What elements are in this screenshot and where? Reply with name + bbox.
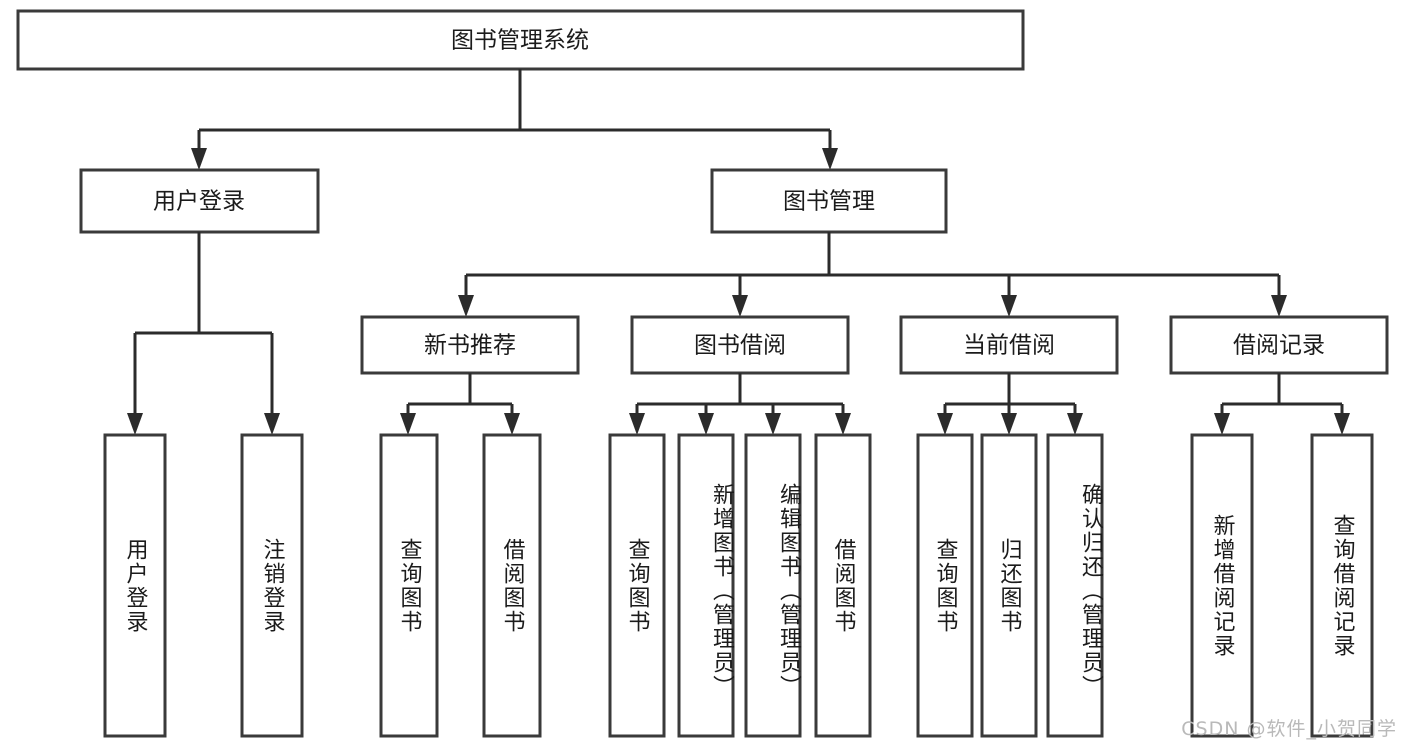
- node-book-management[interactable]: 图书管理: [710, 168, 948, 234]
- node-root-box: [16, 9, 1025, 71]
- node-borrow-record[interactable]: 借阅记录: [1169, 315, 1389, 375]
- connector-user-login-to-leaves: [127, 232, 280, 435]
- leaf-box-edit-book-admin[interactable]: [744, 433, 802, 738]
- node-new-book-recommend[interactable]: 新书推荐: [360, 315, 580, 375]
- arrow-head-icon: [822, 148, 838, 170]
- leaf-box-add-borrow-record[interactable]: [1190, 433, 1254, 738]
- connector-borrow-record-to-leaves: [1214, 373, 1350, 435]
- arrow-head-icon: [937, 413, 953, 435]
- arrow-head-icon: [835, 413, 851, 435]
- leaf-box-query-borrow-record[interactable]: [1310, 433, 1374, 738]
- arrow-head-icon: [1067, 413, 1083, 435]
- node-borrow-record-label: 借阅记录: [1233, 333, 1325, 359]
- arrow-head-icon: [264, 413, 280, 435]
- arrow-head-icon: [191, 148, 207, 170]
- arrow-head-icon: [1334, 413, 1350, 435]
- leaf-box-query-book-borrow[interactable]: [608, 433, 666, 738]
- node-current-borrow-box: [899, 315, 1119, 375]
- connector-book-borrow-to-leaves: [629, 373, 851, 435]
- node-new-book-recommend-label: 新书推荐: [424, 333, 516, 359]
- arrow-head-icon: [127, 413, 143, 435]
- connector-book-management-to-level3: [458, 232, 1287, 317]
- leaf-box-borrow-book[interactable]: [814, 433, 872, 738]
- connector-new-book-recommend-to-leaves: [400, 373, 520, 435]
- arrow-head-icon: [629, 413, 645, 435]
- arrow-head-icon: [1214, 413, 1230, 435]
- arrow-head-icon: [504, 413, 520, 435]
- arrow-head-icon: [1001, 295, 1017, 317]
- node-root[interactable]: 图书管理系统: [16, 9, 1025, 71]
- node-user-login-box: [79, 168, 320, 234]
- connector-current-borrow-to-leaves: [937, 373, 1083, 435]
- arrow-head-icon: [1271, 295, 1287, 317]
- arrow-head-icon: [698, 413, 714, 435]
- arrow-head-icon: [458, 295, 474, 317]
- connector-root-to-level2: [191, 69, 838, 170]
- leaf-box-confirm-return-admin[interactable]: [1046, 433, 1104, 738]
- leaf-box-query-book-recommend[interactable]: [379, 433, 439, 738]
- node-book-management-label: 图书管理: [783, 189, 875, 215]
- leaf-box-logout[interactable]: [240, 433, 304, 738]
- node-user-login[interactable]: 用户登录: [79, 168, 320, 234]
- node-book-borrow[interactable]: 图书借阅: [630, 315, 850, 375]
- arrow-head-icon: [732, 295, 748, 317]
- leaf-box-user-login[interactable]: [103, 433, 167, 738]
- leaf-box-return-book[interactable]: [980, 433, 1038, 738]
- node-current-borrow[interactable]: 当前借阅: [899, 315, 1119, 375]
- node-new-book-recommend-box: [360, 315, 580, 375]
- arrow-head-icon: [400, 413, 416, 435]
- arrow-head-icon: [1001, 413, 1017, 435]
- node-book-borrow-label: 图书借阅: [694, 333, 786, 359]
- leaf-box-add-book-admin[interactable]: [677, 433, 735, 738]
- leaf-box-query-book-current[interactable]: [916, 433, 974, 738]
- node-user-login-label: 用户登录: [153, 189, 245, 215]
- arrow-head-icon: [765, 413, 781, 435]
- node-current-borrow-label: 当前借阅: [963, 333, 1055, 359]
- leaf-box-borrow-book-recommend[interactable]: [482, 433, 542, 738]
- node-root-label: 图书管理系统: [451, 28, 589, 54]
